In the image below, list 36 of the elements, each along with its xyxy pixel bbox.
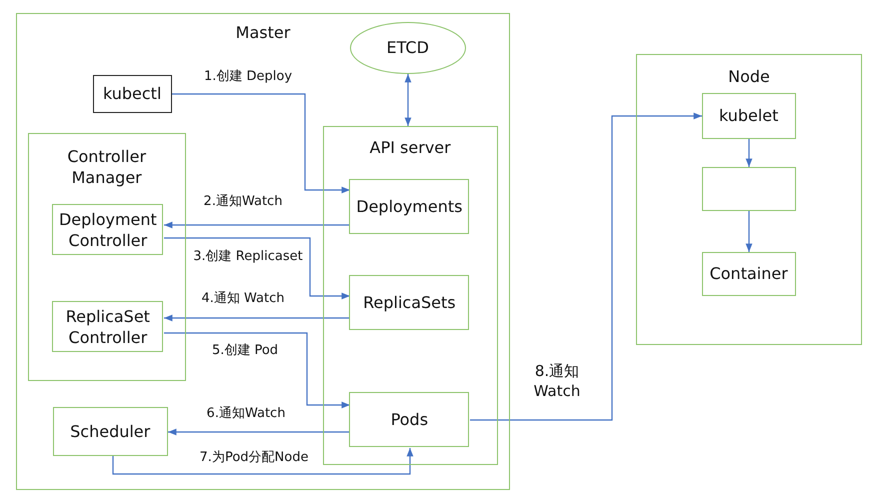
region-box	[16, 13, 510, 490]
process-box: kubectl	[92, 74, 172, 113]
edge-label: 2.通知Watch	[202, 194, 284, 210]
group-title: API server	[368, 136, 452, 158]
edge-label: 3.创建 Replicaset	[192, 249, 304, 265]
arrow	[112, 448, 414, 475]
process-box	[702, 166, 796, 211]
group-box	[322, 126, 498, 465]
arrow	[164, 222, 350, 228]
process-box: Pods	[349, 392, 470, 448]
process-box: ReplicaSet Controller	[52, 301, 164, 352]
group-title: Controller Manager	[66, 146, 148, 188]
edge-label: 7.为Pod分配Node	[198, 450, 310, 466]
arrow	[172, 93, 350, 194]
arrow	[404, 74, 412, 126]
process-box: ReplicaSets	[349, 275, 470, 330]
process-box: kubelet	[702, 92, 796, 139]
edge-label: 4.通知 Watch	[200, 291, 286, 307]
arrow	[168, 428, 350, 436]
group-title: Node	[727, 66, 771, 87]
arrow	[164, 237, 350, 300]
group-title: Master	[234, 22, 292, 43]
group-box	[28, 132, 186, 381]
process-box: Container	[702, 252, 796, 296]
region-box	[636, 54, 862, 345]
arrow	[746, 139, 752, 167]
arrow	[470, 112, 702, 421]
process-box: Deployments	[349, 179, 470, 234]
process-box: Deployment Controller	[52, 204, 164, 256]
edge-label: 1.创建 Deploy	[202, 69, 294, 85]
arrow	[164, 314, 350, 322]
process-box: Scheduler	[52, 406, 168, 456]
edge-label: 6.通知Watch	[206, 406, 286, 422]
arrow	[164, 332, 350, 408]
database-ellipse: ETCD	[350, 22, 466, 74]
arrow	[746, 211, 752, 252]
